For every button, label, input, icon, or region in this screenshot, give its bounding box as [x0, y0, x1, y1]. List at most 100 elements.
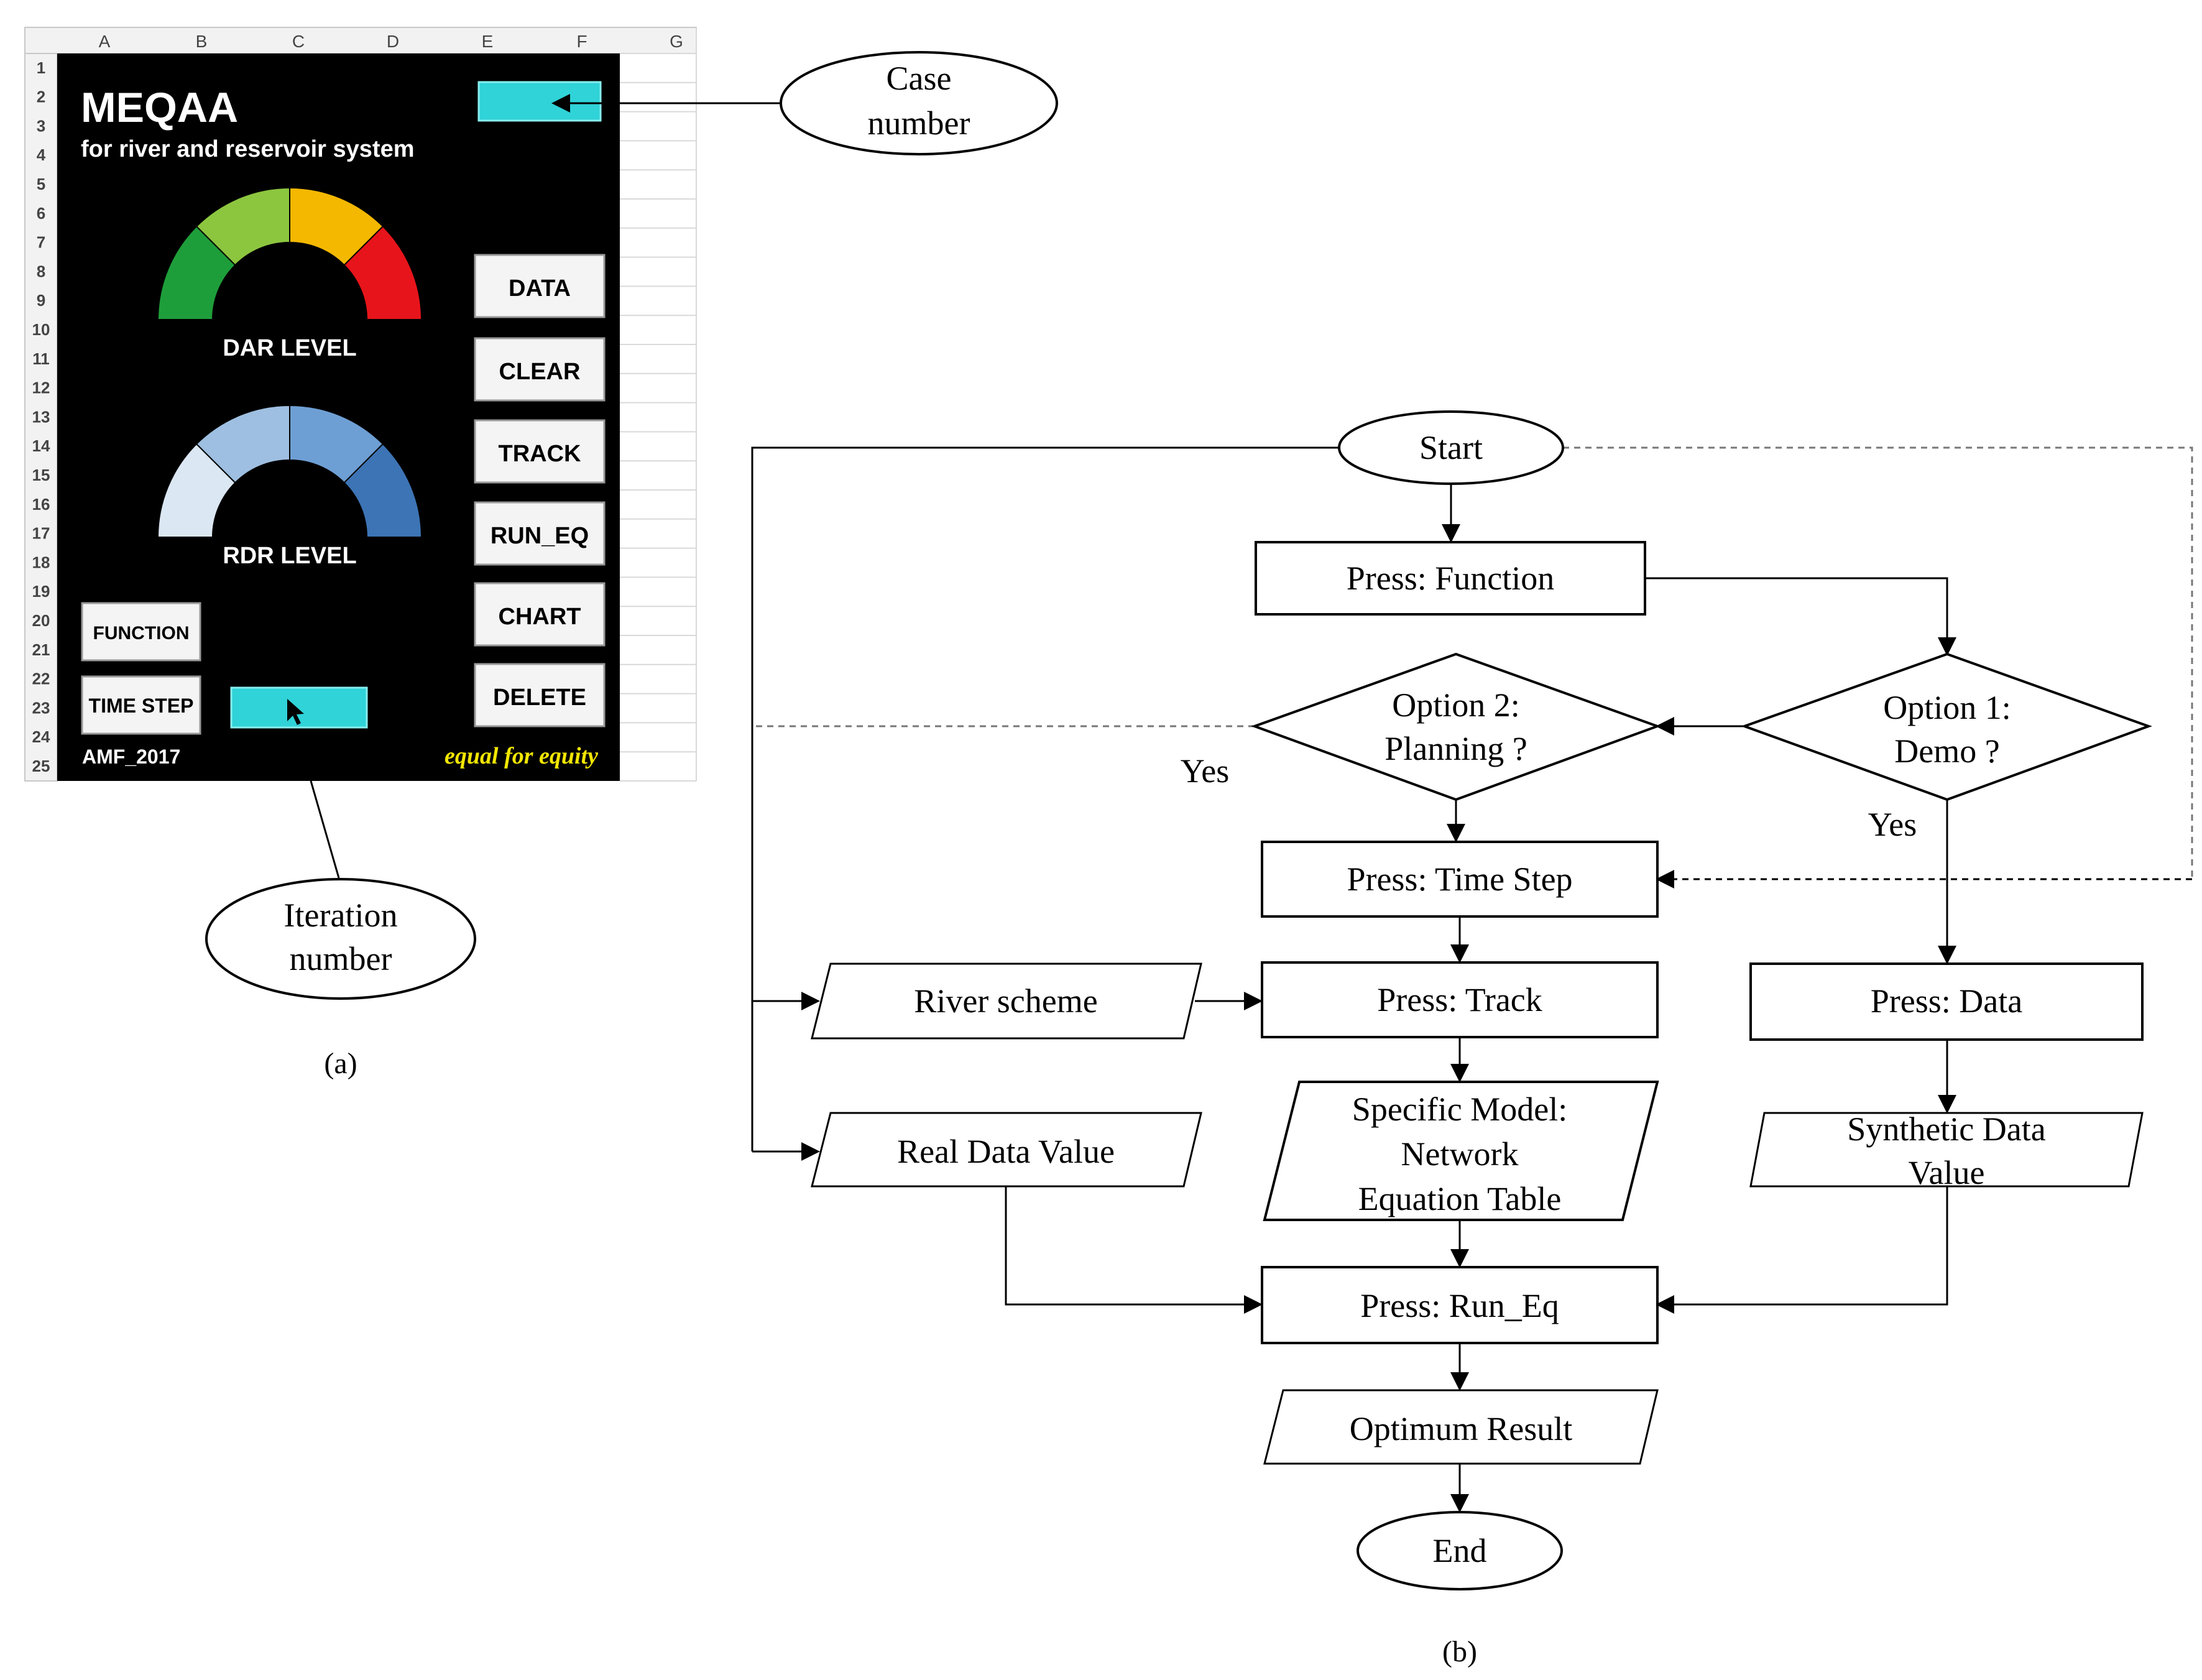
data-button-label: DATA [509, 275, 571, 302]
column-header[interactable]: B [196, 32, 208, 51]
press-track-node [1261, 961, 1659, 1038]
row-header[interactable]: 24 [32, 727, 50, 746]
connectors [751, 446, 1956, 1513]
row-header[interactable]: 6 [37, 204, 45, 223]
row-header[interactable]: 1 [37, 58, 45, 77]
specific-model-node [1263, 1081, 1659, 1221]
yes-label-left: Yes [1181, 752, 1230, 790]
rdr-level-label: RDR LEVEL [223, 543, 356, 569]
track-button[interactable]: TRACK [474, 419, 606, 484]
chart-button-label: CHART [499, 604, 581, 630]
track-button-label: TRACK [499, 441, 582, 467]
row-header[interactable]: 14 [32, 436, 50, 455]
footer-right: equal for equity [445, 743, 598, 769]
press-run-eq-node [1261, 1266, 1659, 1344]
function-button-label: FUNCTION [93, 623, 190, 644]
specific-model-line1: Specific Model: [1352, 1091, 1567, 1128]
row-header[interactable]: 9 [37, 291, 45, 310]
river-scheme-node [811, 962, 1202, 1040]
row-header[interactable]: 25 [32, 757, 50, 775]
press-time-step-node [1261, 841, 1659, 918]
optimum-result-node [1263, 1389, 1659, 1465]
iteration-number-callout [205, 878, 476, 1000]
row-header[interactable]: 15 [32, 466, 50, 484]
gauge-segment [343, 443, 423, 538]
row-header[interactable]: 23 [32, 698, 50, 717]
row-header[interactable]: 21 [32, 640, 50, 659]
yes-label-right: Yes [1868, 806, 1917, 843]
dashboard-title: MEQAA [81, 84, 238, 131]
press-data-node [1749, 962, 2144, 1041]
row-header[interactable]: 10 [32, 320, 50, 339]
dashboard-subtitle: for river and reservoir system [81, 136, 415, 162]
case-number-callout [780, 51, 1058, 155]
row-header[interactable]: 2 [37, 88, 45, 106]
column-header[interactable]: C [292, 32, 305, 51]
option1-decision [1741, 652, 2152, 801]
delete-button[interactable]: DELETE [474, 663, 606, 727]
column-header[interactable]: D [387, 32, 399, 51]
option2-line2: Planning ? [1384, 730, 1527, 767]
gauge-segment [343, 225, 423, 320]
row-header[interactable]: 3 [37, 116, 45, 135]
row-headers: 1234567891011121314151617181920212223242… [32, 58, 50, 775]
cursor-icon [287, 699, 304, 725]
option2-line1: Option 2: [1392, 686, 1520, 724]
row-header[interactable]: 20 [32, 611, 50, 630]
row-header[interactable]: 8 [37, 262, 45, 280]
specific-model-line3: Equation Table [1358, 1180, 1562, 1217]
press-run-eq-label: Press: Run_Eq [1360, 1287, 1559, 1324]
press-time-step-label: Press: Time Step [1347, 861, 1572, 898]
row-header[interactable]: 17 [32, 524, 50, 543]
function-button[interactable]: FUNCTION [81, 602, 201, 662]
delete-button-label: DELETE [493, 685, 586, 711]
footer-left: AMF_2017 [82, 745, 180, 768]
end-label: End [1433, 1532, 1487, 1569]
row-header[interactable]: 22 [32, 670, 50, 688]
column-headers: A B C D E F G [99, 32, 683, 51]
clear-button-label: CLEAR [499, 359, 581, 385]
clear-button[interactable]: CLEAR [474, 337, 606, 402]
dashed-connectors [752, 446, 2193, 888]
chart-button[interactable]: CHART [474, 582, 606, 647]
row-header[interactable]: 13 [32, 407, 50, 426]
start-label: Start [1419, 429, 1483, 466]
row-header[interactable]: 11 [32, 349, 50, 368]
press-track-label: Press: Track [1377, 981, 1542, 1018]
press-data-label: Press: Data [1871, 982, 2022, 1020]
option1-line2: Demo ? [1894, 732, 1999, 770]
real-data-value-node [811, 1112, 1202, 1188]
column-header[interactable]: F [576, 32, 587, 51]
option1-line1: Option 1: [1883, 689, 2011, 726]
row-header[interactable]: 18 [32, 553, 50, 571]
row-header[interactable]: 5 [37, 175, 45, 193]
synthetic-data-node [1749, 1112, 2144, 1188]
synthetic-data-line1: Synthetic Data [1847, 1110, 2045, 1148]
row-header[interactable]: 7 [37, 233, 45, 252]
column-header[interactable]: G [670, 32, 683, 51]
caption-b: (b) [1442, 1635, 1477, 1668]
data-button[interactable]: DATA [474, 254, 606, 318]
column-header[interactable]: A [99, 32, 111, 51]
run-eq-button[interactable]: RUN_EQ [474, 501, 606, 566]
case-number-cell[interactable] [477, 81, 602, 122]
row-header[interactable]: 4 [37, 145, 46, 164]
row-header[interactable]: 12 [32, 379, 50, 397]
press-function-label: Press: Function [1347, 560, 1555, 597]
optimum-result-label: Optimum Result [1350, 1410, 1573, 1447]
row-header[interactable]: 16 [32, 495, 50, 514]
press-function-node [1255, 541, 1646, 616]
time-step-button[interactable]: TIME STEP [81, 675, 201, 735]
row-header[interactable]: 19 [32, 582, 50, 601]
run-eq-button-label: RUN_EQ [491, 523, 589, 549]
dar-gauge [157, 187, 423, 320]
case-number-callout-line1: Case [887, 60, 952, 97]
panel-b: Start Press: Function Option 1: Demo ? O… [751, 410, 2193, 1668]
caption-a: (a) [324, 1047, 357, 1080]
synthetic-data-line2: Value [1909, 1154, 1985, 1191]
real-data-value-label: Real Data Value [897, 1133, 1115, 1170]
specific-model-line2: Network [1401, 1135, 1519, 1173]
column-header[interactable]: E [482, 32, 494, 51]
